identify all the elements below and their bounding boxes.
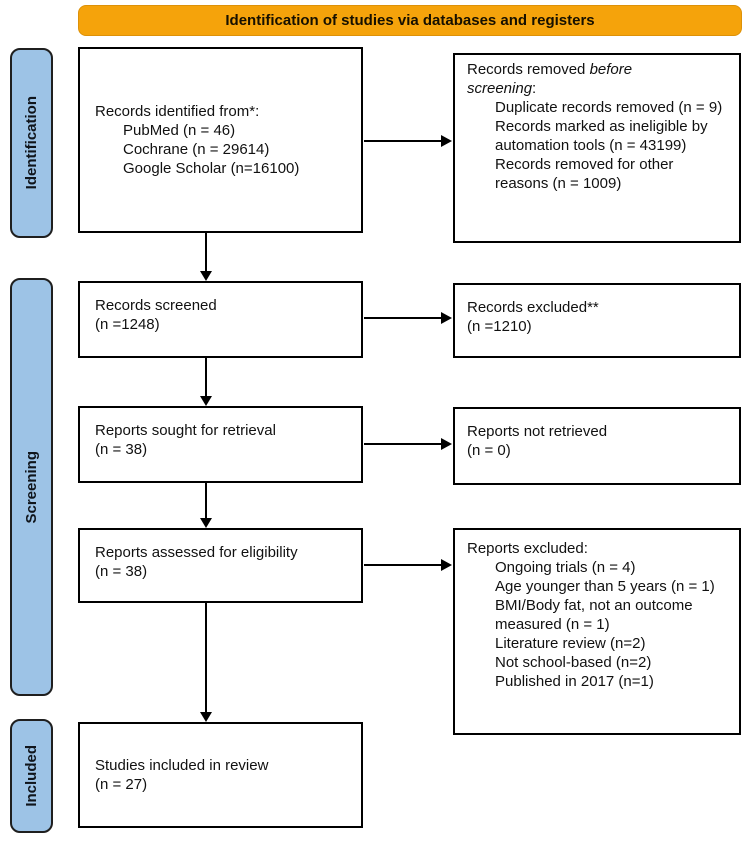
box-records-removed: Records removed before screening: Duplic… (453, 53, 741, 243)
reports-excluded-item: Not school-based (n=2) (495, 654, 652, 672)
box-reports-excluded: Reports excluded: Ongoing trials (n = 4)… (453, 528, 741, 735)
records-removed-item: Records removed for other reasons (n = 1… (495, 156, 674, 193)
records-identified-title: Records identified from*: (95, 102, 260, 120)
header-title: Identification of studies via databases … (225, 12, 595, 29)
box-reports-sought: Reports sought for retrieval (n = 38) (78, 406, 363, 483)
records-identified-item: Cochrane (n = 29614) (123, 141, 270, 158)
records-removed-item: Duplicate records removed (n = 9) (495, 99, 723, 117)
box-reports-not-retrieved: Reports not retrieved (n = 0) (453, 407, 741, 485)
records-removed-title: Records removed before screening: (467, 61, 633, 98)
stage-identification: Identification (10, 48, 53, 238)
box-records-excluded: Records excluded** (n =1210) (453, 283, 741, 358)
stage-screening-label: Screening (23, 450, 40, 524)
box-reports-assessed: Reports assessed for eligibility (n = 38… (78, 528, 363, 603)
reports-excluded-item: Age younger than 5 years (n = 1) (495, 578, 715, 596)
records-identified-item: Google Scholar (n=16100) (123, 160, 300, 178)
records-identified-item: PubMed (n = 46) (123, 121, 236, 139)
stage-included-label: Included (23, 745, 40, 807)
reports-excluded-item: Literature review (n=2) (495, 635, 646, 653)
stage-included: Included (10, 719, 53, 833)
reports-excluded-item: Published in 2017 (n=1) (495, 673, 654, 691)
reports-excluded-title: Reports excluded: (467, 540, 588, 557)
header-banner: Identification of studies via databases … (78, 5, 742, 36)
reports-excluded-item: BMI/Body fat, not an outcome measured (n… (495, 597, 693, 634)
box-records-screened: Records screened (n =1248) (78, 281, 363, 358)
stage-screening: Screening (10, 278, 53, 696)
records-removed-item: Records marked as ineligible by automati… (495, 118, 708, 155)
reports-excluded-item: Ongoing trials (n = 4) (495, 559, 636, 577)
box-records-identified: Records identified from*: PubMed (n = 46… (78, 47, 363, 233)
stage-identification-label: Identification (23, 96, 40, 190)
box-studies-included: Studies included in review (n = 27) (78, 722, 363, 828)
